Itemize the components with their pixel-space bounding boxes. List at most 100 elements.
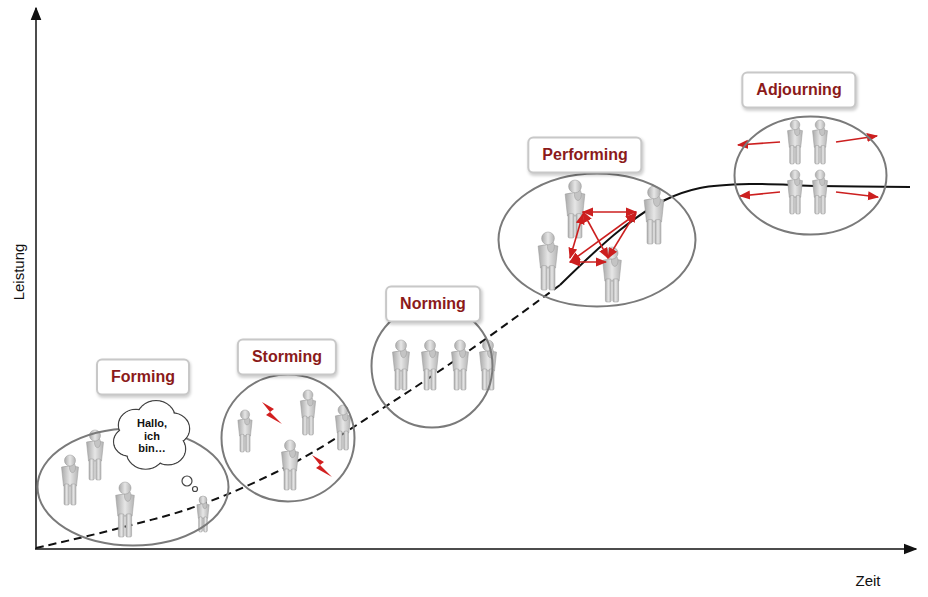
person-leg: [613, 279, 619, 302]
person-figure: [565, 180, 585, 238]
person-leg: [402, 369, 407, 390]
curve-dashed: [36, 285, 560, 548]
y-axis: [35, 8, 37, 549]
interaction-arrow: [570, 261, 606, 263]
person-leg: [647, 220, 653, 244]
stage-group: FormingHallo, ich bin…: [36, 427, 230, 547]
interaction-arrow: [570, 214, 636, 262]
person-figure: [238, 410, 252, 452]
speech-text: Hallo, ich bin…: [132, 417, 172, 455]
parting-arrow: [738, 142, 780, 145]
ellipse-outline: [220, 373, 356, 503]
person-head: [815, 170, 825, 180]
person-figure: [300, 390, 315, 435]
person-figure: [813, 120, 828, 164]
person-head: [396, 340, 407, 351]
person-figure: [813, 170, 828, 214]
person-head: [65, 455, 76, 466]
person-leg: [246, 434, 250, 452]
person-leg: [71, 484, 76, 505]
person-leg: [549, 266, 555, 290]
axis-label-y: Leistung: [10, 244, 27, 301]
person-head: [425, 340, 436, 351]
stage-ellipse: [372, 305, 493, 428]
person-leg: [303, 416, 308, 435]
person-leg: [790, 146, 795, 164]
stage-name: Storming: [252, 347, 322, 366]
person-leg: [461, 369, 466, 390]
person-leg: [64, 484, 69, 505]
stage-label-box: Forming: [96, 358, 190, 395]
speech-bubble: Hallo, ich bin…: [112, 400, 192, 472]
person-leg: [118, 514, 124, 537]
stage-group: Performing: [497, 172, 697, 308]
person-leg: [815, 196, 820, 214]
person-leg: [454, 369, 459, 390]
person-figure: [480, 340, 497, 390]
bubble-text: Hallo, ich bin…: [132, 417, 172, 455]
person-head: [303, 390, 313, 400]
person-figure: [603, 247, 622, 302]
person-head: [569, 180, 582, 193]
person-leg: [291, 469, 296, 490]
thought-dot: [193, 487, 198, 492]
stage-name: Performing: [542, 145, 627, 164]
interaction-arrow: [608, 212, 636, 258]
stage-group: Adjourning: [733, 115, 888, 236]
person-figure: [282, 440, 299, 490]
person-head: [199, 496, 207, 504]
person-leg: [96, 459, 101, 480]
performance-curve: [36, 184, 910, 548]
person-leg: [605, 279, 611, 302]
person-figure: [788, 170, 803, 214]
thought-dot: [182, 476, 192, 486]
x-axis: [35, 548, 916, 550]
person-leg: [338, 431, 343, 450]
person-head: [119, 482, 131, 494]
person-leg: [821, 146, 826, 164]
lightning-bolt: [312, 455, 332, 477]
person-leg: [284, 469, 289, 490]
person-figure: [393, 340, 410, 390]
person-head: [455, 340, 466, 351]
person-leg: [344, 431, 349, 450]
stage-label-box: Adjourning: [741, 71, 856, 108]
ellipse-outline: [733, 115, 888, 236]
person-figure: [788, 120, 803, 164]
parting-arrow: [836, 192, 878, 197]
stage-group: Storming: [220, 373, 356, 503]
person-leg: [815, 146, 820, 164]
person-head: [285, 440, 296, 451]
person-leg: [482, 369, 487, 390]
curve-solid: [560, 184, 910, 285]
person-figure: [116, 482, 135, 537]
person-leg: [424, 369, 429, 390]
person-leg: [309, 416, 314, 435]
person-figure: [62, 455, 79, 505]
person-figure: [538, 232, 558, 290]
stage-ellipse: [735, 117, 887, 235]
person-leg: [126, 514, 132, 537]
person-leg: [541, 266, 547, 290]
stage-ellipse: [499, 174, 696, 307]
stage-label-box: Performing: [527, 136, 642, 173]
person-leg: [240, 434, 244, 452]
interaction-arrow: [583, 211, 636, 213]
person-figure: [87, 430, 104, 480]
interaction-arrow: [583, 212, 608, 258]
person-head: [790, 170, 800, 180]
person-head: [815, 120, 825, 130]
person-head: [542, 232, 555, 245]
symbols: [182, 136, 878, 492]
person-leg: [395, 369, 400, 390]
cloud-fill: [128, 414, 176, 457]
person-leg: [431, 369, 436, 390]
person-leg: [655, 220, 661, 244]
stage-name: Adjourning: [756, 80, 841, 99]
figures: [62, 120, 828, 537]
stage-group: Norming: [370, 303, 494, 429]
person-head: [240, 410, 249, 419]
